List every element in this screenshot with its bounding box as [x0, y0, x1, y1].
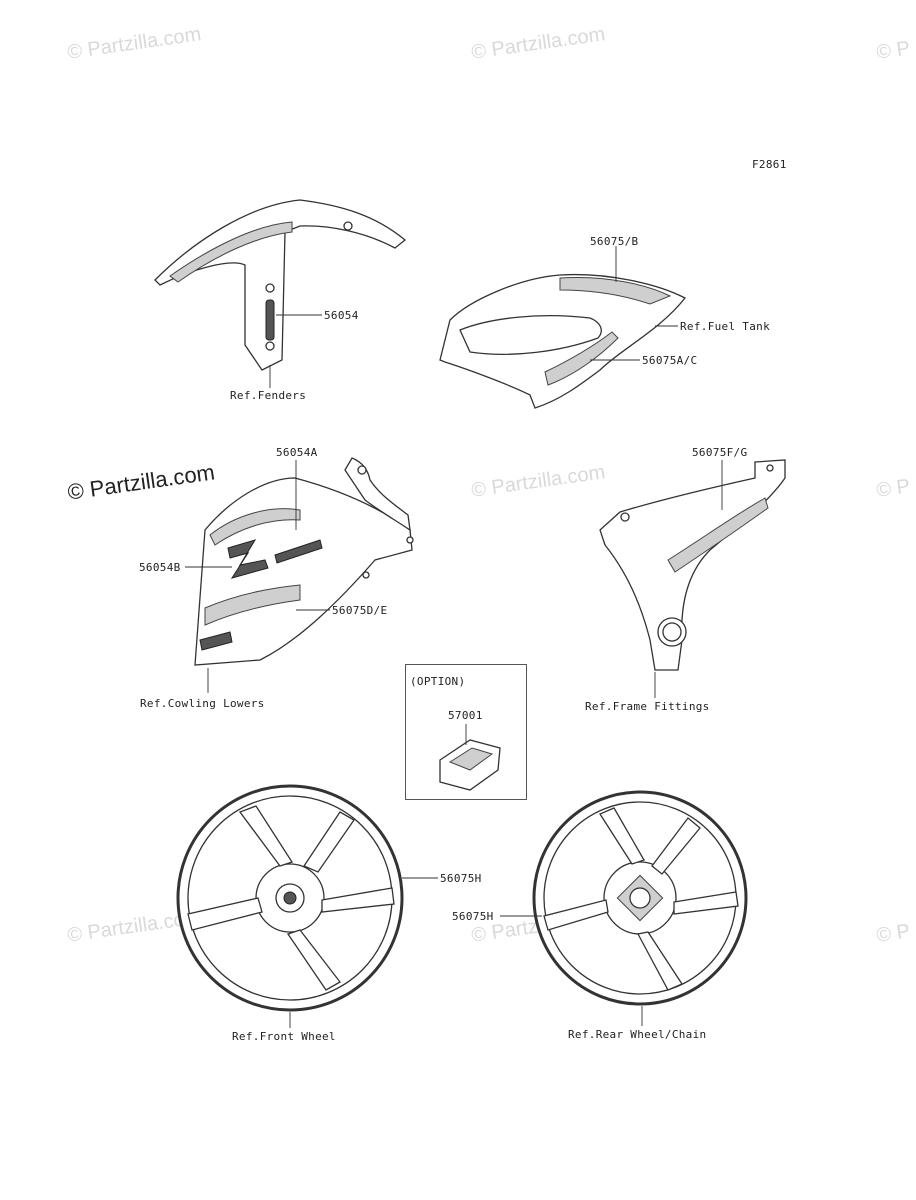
fuel-tank-cover-drawing: [439, 273, 686, 409]
ref-front-wheel[interactable]: Ref.Front Wheel: [232, 1030, 336, 1043]
ref-cowling-lowers[interactable]: Ref.Cowling Lowers: [140, 697, 265, 710]
ref-frame-fittings[interactable]: Ref.Frame Fittings: [585, 700, 710, 713]
cowling-drawing: [194, 457, 414, 666]
part-label-56054[interactable]: 56054: [324, 309, 359, 322]
part-label-56075d-e[interactable]: 56075D/E: [332, 604, 388, 617]
part-label-56075h-rear[interactable]: 56075H: [452, 910, 494, 923]
ref-rear-wheel-chain[interactable]: Ref.Rear Wheel/Chain: [568, 1028, 707, 1041]
rear-wheel-drawing: [532, 790, 748, 1006]
part-label-56075a-c[interactable]: 56075A/C: [642, 354, 698, 367]
part-label-56054a[interactable]: 56054A: [276, 446, 318, 459]
part-label-56075f-g[interactable]: 56075F/G: [692, 446, 748, 459]
part-label-57001[interactable]: 57001: [448, 709, 483, 722]
ref-fuel-tank[interactable]: Ref.Fuel Tank: [680, 320, 770, 333]
part-label-56054b[interactable]: 56054B: [139, 561, 181, 574]
part-label-56075-b[interactable]: 56075/B: [590, 235, 639, 248]
front-fender-drawing: [154, 199, 407, 371]
option-label: (OPTION): [410, 675, 466, 688]
diagram-code: F2861: [752, 158, 787, 171]
ref-fenders[interactable]: Ref.Fenders: [230, 389, 307, 402]
part-label-56075h-front[interactable]: 56075H: [440, 872, 482, 885]
option-box: [405, 664, 527, 800]
option-part-drawing: [439, 739, 501, 791]
frame-fitting-drawing: [599, 459, 786, 671]
front-wheel-drawing: [176, 784, 404, 1012]
